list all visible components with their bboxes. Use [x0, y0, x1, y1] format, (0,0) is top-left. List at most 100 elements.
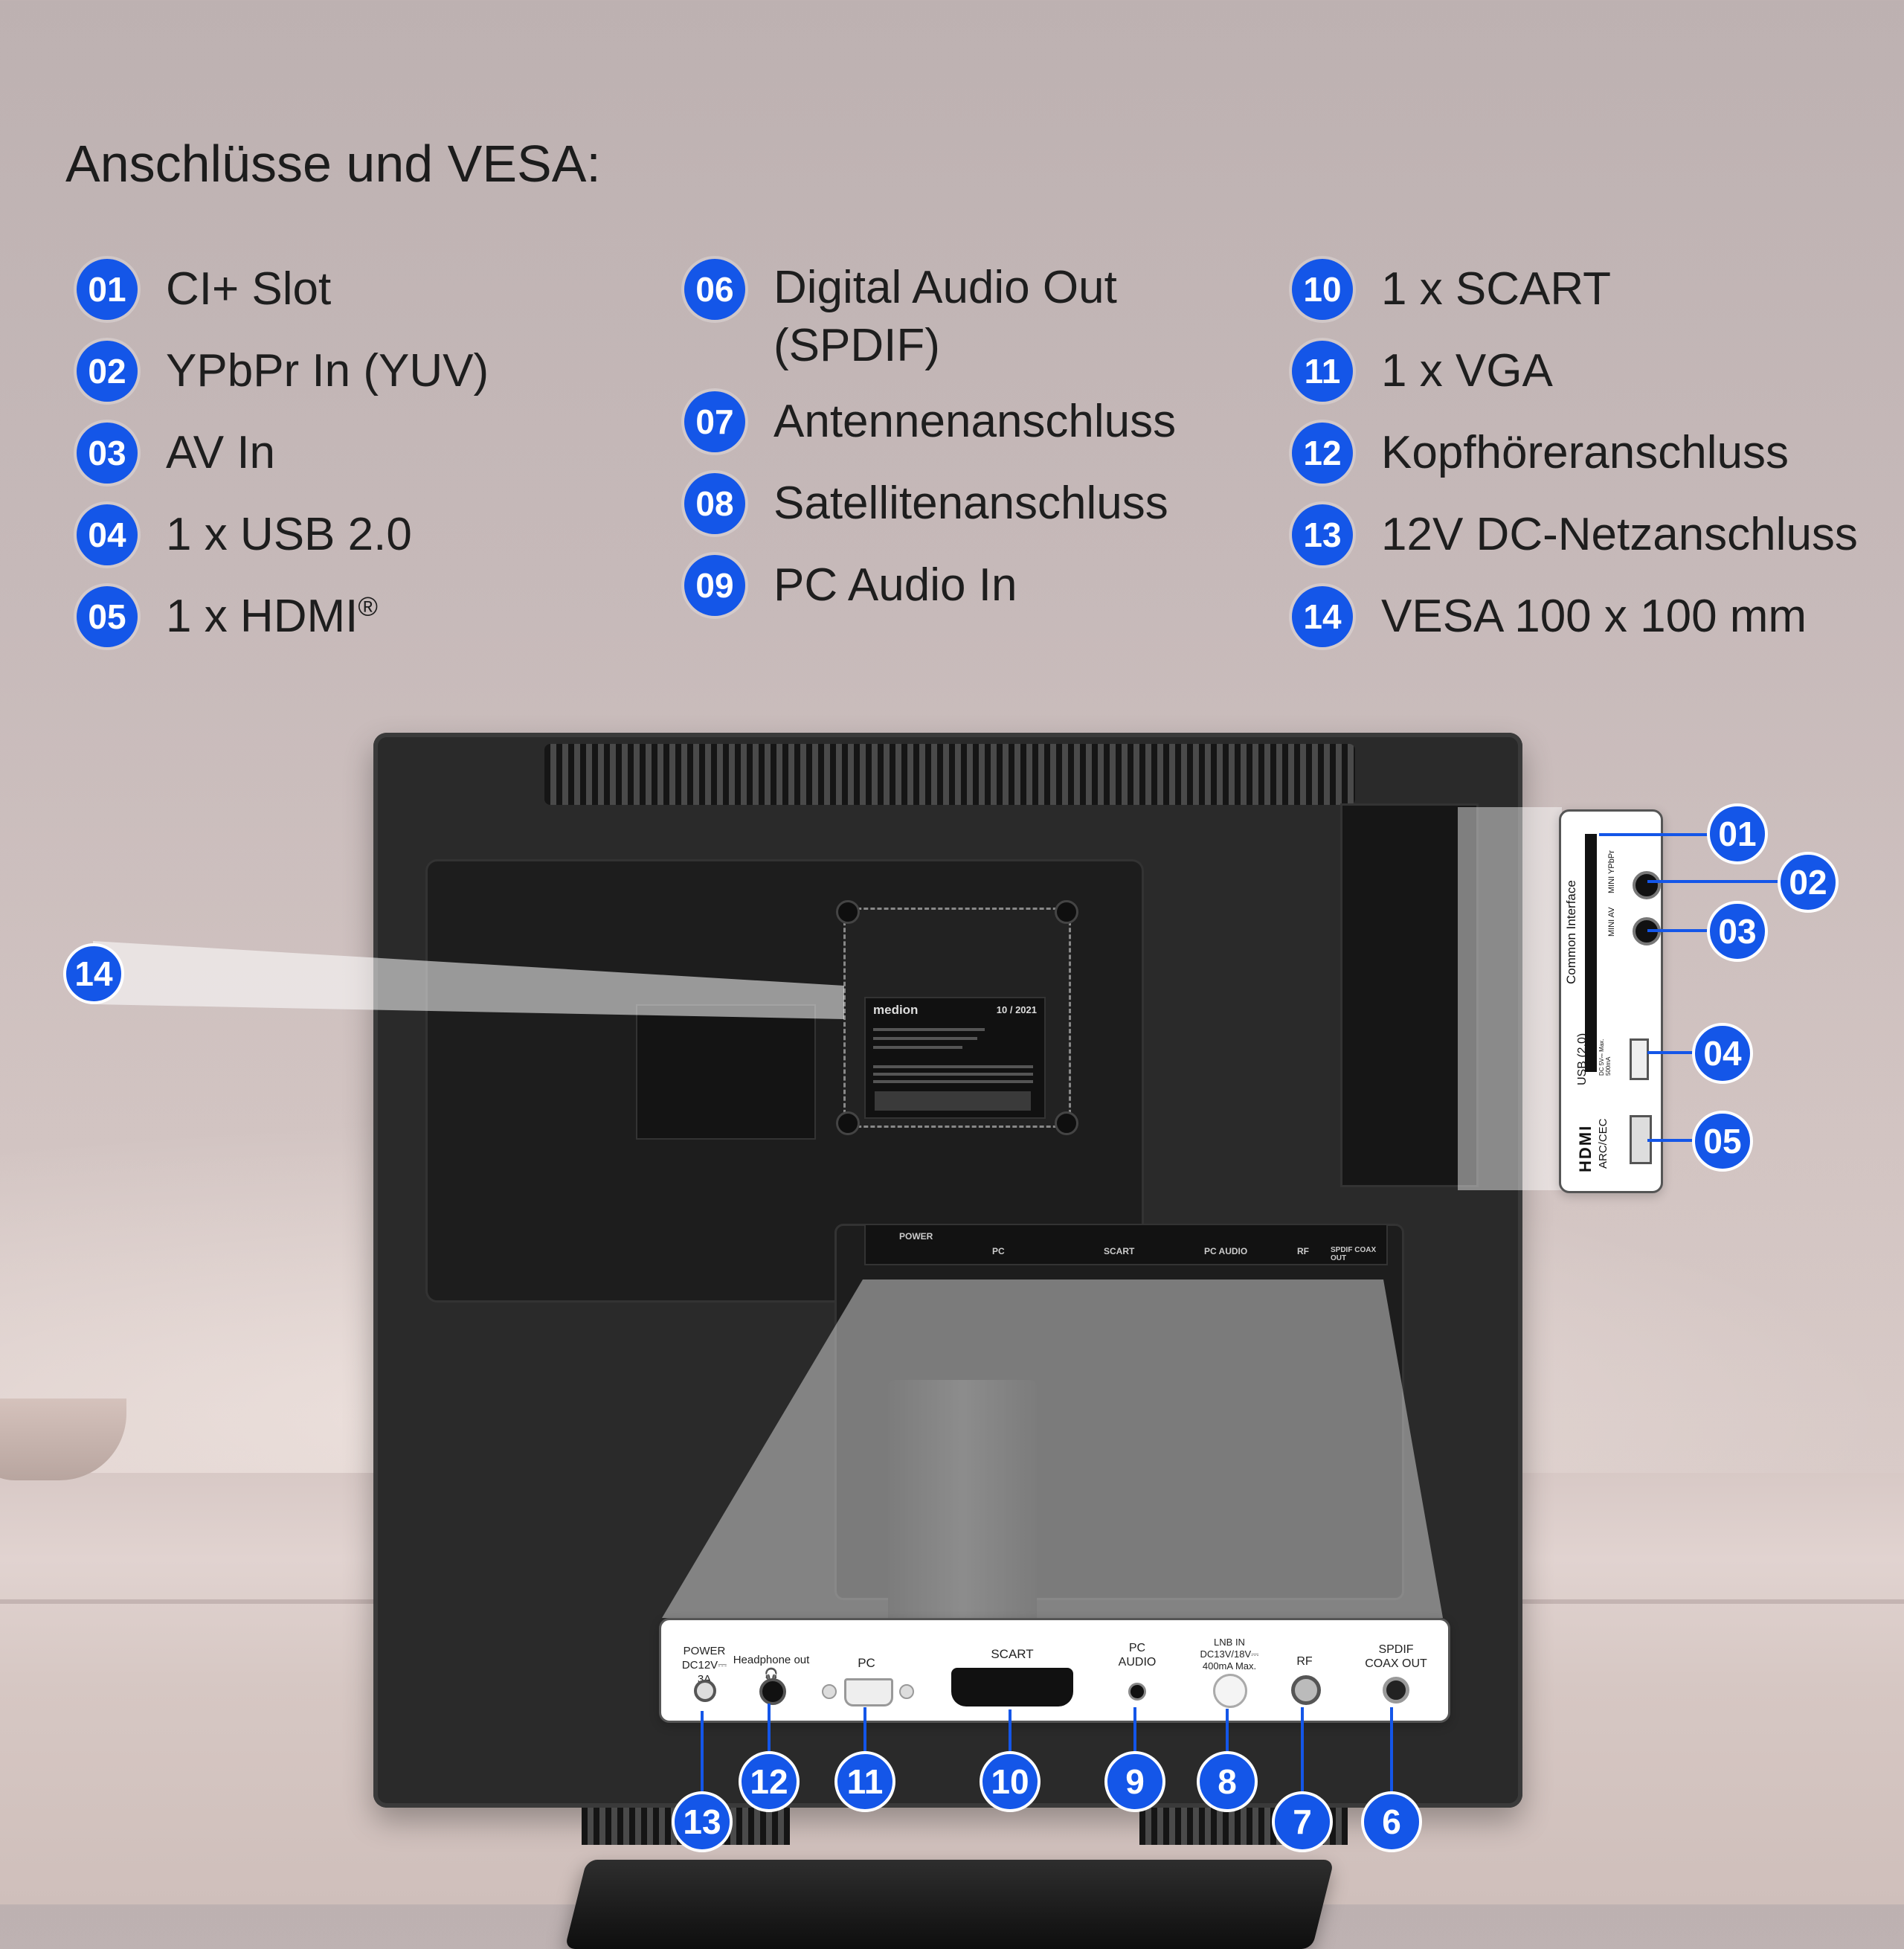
barcode-area [875, 1091, 1031, 1111]
legend-column-2: 06 Digital Audio Out (SPDIF) 07 Antennen… [684, 259, 1235, 637]
legend-badge: 04 [77, 504, 138, 565]
marker-7: 7 [1272, 1791, 1333, 1852]
legend-badge: 05 [77, 586, 138, 647]
legend-label: 1 x VGA [1381, 345, 1553, 396]
rating-line [873, 1065, 1033, 1068]
legend-label: YPbPr In (YUV) [166, 345, 489, 396]
marker-11: 11 [834, 1751, 895, 1812]
legend-badge: 06 [684, 259, 745, 320]
ypbpr-jack [1633, 871, 1661, 899]
marker-13: 13 [672, 1791, 733, 1852]
spdif-jack [1383, 1677, 1409, 1704]
legend-badge: 09 [684, 555, 745, 616]
legend-label: 1 x USB 2.0 [166, 509, 412, 560]
legend-label: AV In [166, 427, 276, 478]
vesa-screw [836, 900, 860, 924]
port-label-pc: PC [858, 1656, 875, 1670]
port-label-scart: SCART [991, 1647, 1034, 1661]
marker-02: 02 [1778, 852, 1839, 913]
vesa-screw [1055, 900, 1078, 924]
rating-brand: medion [873, 1003, 919, 1017]
registered-mark: ® [358, 591, 378, 622]
legend-item: 11 1 x VGA [1292, 341, 1858, 402]
legend-label: Antennenanschluss [774, 396, 1177, 447]
legend-item: 14 VESA 100 x 100 mm [1292, 586, 1858, 647]
legend-label: Kopfhöreranschluss [1381, 427, 1789, 478]
legend-label: 12V DC-Netzanschluss [1381, 509, 1858, 560]
legend-item: 03 AV In [77, 423, 489, 484]
rating-line [873, 1073, 1033, 1076]
side-connector-callout: Common Interface MINI YPbPr MINI AV USB … [1559, 809, 1663, 1193]
vesa-screw [836, 1111, 860, 1135]
legend-label: Digital Audio Out (SPDIF) [774, 262, 1117, 371]
bay-label-power: POWER [899, 1231, 933, 1242]
marker-05: 05 [1692, 1111, 1753, 1172]
legend-item: 02 YPbPr In (YUV) [77, 341, 489, 402]
legend-label: CI+ Slot [166, 263, 332, 315]
legend-label: Satellitenanschluss [774, 478, 1168, 529]
legend-label: PC Audio In [774, 559, 1017, 611]
highlight-beams [93, 807, 1562, 1618]
bottom-connector-bay: POWER PC SCART PC AUDIO RF SPDIF COAX OU… [864, 1224, 1388, 1265]
legend-badge: 11 [1292, 341, 1353, 402]
rating-line [873, 1037, 977, 1040]
marker-10: 10 [980, 1751, 1041, 1812]
marker-04: 04 [1692, 1023, 1753, 1084]
marker-12: 12 [739, 1751, 800, 1812]
legend-item: 07 Antennenanschluss [684, 391, 1235, 452]
marker-6: 6 [1361, 1791, 1422, 1852]
legend-badge: 12 [1292, 423, 1353, 484]
scart-port [951, 1668, 1073, 1706]
side-beam [1458, 807, 1562, 1190]
bay-label-rf: RF [1297, 1246, 1309, 1256]
legend-item: 10 1 x SCART [1292, 259, 1858, 320]
callout-lines [701, 833, 1781, 1793]
legend-badge: 10 [1292, 259, 1353, 320]
legend-item: 06 Digital Audio Out (SPDIF) [684, 259, 1235, 375]
legend-label-text: 1 x HDMI [166, 591, 358, 642]
ci-slot [1585, 834, 1597, 1072]
legend-column-1: 01 CI+ Slot 02 YPbPr In (YUV) 03 AV In 0… [77, 259, 489, 668]
legend-item: 04 1 x USB 2.0 [77, 504, 489, 565]
legend-label: 1 x HDMI® [166, 586, 378, 647]
legend-label: 1 x SCART [1381, 263, 1611, 315]
rating-line [873, 1046, 962, 1049]
rating-date: 10 / 2021 [996, 1004, 1037, 1015]
marker-14: 14 [63, 943, 124, 1004]
bay-label-scart: SCART [1104, 1246, 1135, 1256]
legend-badge: 01 [77, 259, 138, 320]
vesa-beam [93, 941, 844, 1019]
legend-badge: 13 [1292, 504, 1353, 565]
rating-label: medion 10 / 2021 [864, 997, 1046, 1119]
bay-label-pc-audio: PC AUDIO [1204, 1246, 1248, 1256]
legend-item: 08 Satellitenanschluss [684, 473, 1235, 534]
lnb-jack [1213, 1674, 1247, 1708]
legend-badge: 02 [77, 341, 138, 402]
legend-column-3: 10 1 x SCART 11 1 x VGA 12 Kopfhöreransc… [1292, 259, 1858, 668]
usb-port [1630, 1038, 1649, 1080]
rating-line [873, 1080, 1033, 1083]
marker-01: 01 [1707, 803, 1768, 864]
vga-screw [822, 1684, 837, 1699]
marker-8: 8 [1197, 1751, 1258, 1812]
legend-item: 05 1 x HDMI® [77, 586, 489, 647]
vga-port [844, 1678, 893, 1706]
top-vent [544, 744, 1355, 805]
legend-label: VESA 100 x 100 mm [1381, 591, 1807, 642]
bottom-beam [662, 1279, 1443, 1618]
rf-jack [1291, 1675, 1321, 1705]
legend-badge: 03 [77, 423, 138, 484]
legend-item: 12 Kopfhöreranschluss [1292, 423, 1858, 484]
side-connector-bay [1340, 803, 1479, 1187]
pc-audio-jack [1128, 1683, 1146, 1701]
legend-item: 09 PC Audio In [684, 555, 1235, 616]
legend-item: 01 CI+ Slot [77, 259, 489, 320]
power-jack [694, 1680, 716, 1702]
legend-badge: 14 [1292, 586, 1353, 647]
headphone-jack [759, 1678, 786, 1705]
legend-badge: 07 [684, 391, 745, 452]
vga-screw [899, 1684, 914, 1699]
